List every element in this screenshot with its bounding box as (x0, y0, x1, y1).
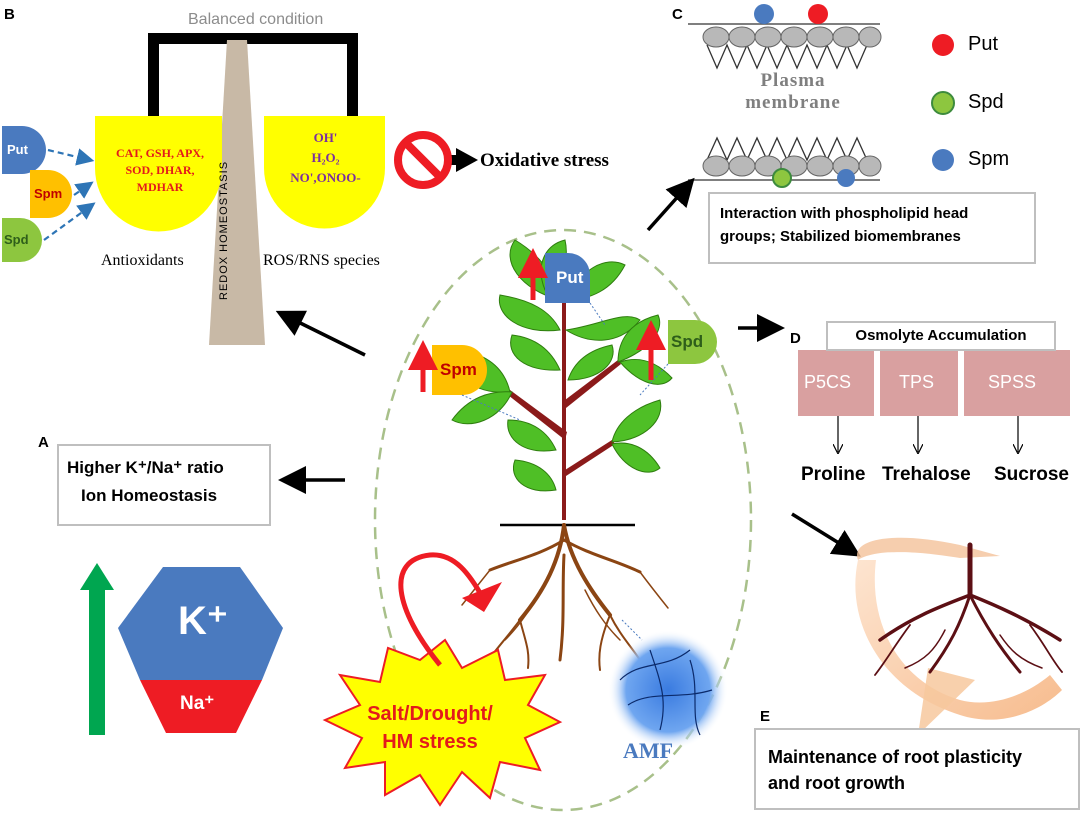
plant-roots (461, 523, 669, 671)
panel-letter-c: C (672, 6, 683, 23)
panel-letter-d: D (790, 330, 801, 347)
bump-put-label: Put (7, 142, 28, 157)
root-system-e (874, 542, 1063, 676)
plasma-membrane-top (688, 4, 882, 70)
stress-line: HM stress (382, 731, 478, 753)
product-proline: Proline (801, 464, 866, 485)
plant-spm-label: Spm (440, 360, 477, 379)
bump-to-antioxidant-arrows (43, 148, 96, 241)
ion-ratio-text: Higher K⁺/Na⁺ ratio (67, 458, 224, 477)
k-na-ratio-graphic (80, 563, 283, 735)
plant-put-label: Put (556, 268, 584, 287)
membrane-caption-line: groups; Stabilized biomembranes (720, 228, 961, 245)
amf-circle (608, 619, 728, 750)
plant-spm-tab (432, 345, 521, 421)
root-caption-line: and root growth (768, 773, 905, 793)
legend-put-label: Put (968, 33, 999, 55)
oxidative-stress-label: Oxidative stress (480, 150, 609, 171)
enzyme-p5cs: P5CS (804, 372, 852, 392)
ion-homeostasis-text: Ion Homeostasis (81, 486, 218, 505)
bump-spm-label: Spm (34, 186, 63, 201)
redox-pillar (209, 40, 265, 345)
antioxidant-line: MDHAR (136, 180, 184, 194)
balance-label: Balanced condition (188, 11, 324, 28)
prohibition-icon (394, 131, 478, 189)
panel-arrows (275, 177, 861, 557)
root-caption-box: Maintenance of root plasticity and root … (754, 728, 1080, 810)
panel-letter-a: A (38, 434, 49, 451)
root-growth-swirl (855, 537, 1062, 735)
product-sucrose: Sucrose (994, 464, 1069, 485)
plant-spd-label: Spd (671, 332, 704, 351)
osmolyte-title: Osmolyte Accumulation (855, 327, 1027, 344)
spm-dot-top (754, 4, 774, 24)
k-label: K⁺ (178, 599, 228, 643)
put-bump (2, 126, 46, 174)
membrane-label-line: membrane (745, 92, 841, 113)
ion-homeostasis-box: Higher K⁺/Na⁺ ratio Ion Homeostasis (57, 444, 271, 526)
product-trehalose: Trehalose (882, 464, 971, 485)
membrane-caption-line: Interaction with phospholipid head (720, 205, 969, 222)
redox-balance-scale (148, 33, 358, 345)
ros-line: H₂O₂ (311, 150, 340, 165)
root-caption-line: Maintenance of root plasticity (768, 747, 1023, 767)
plant-dashed-ellipse (373, 228, 753, 812)
spd-dot-bottom (772, 168, 792, 188)
osmolyte-title-box: Osmolyte Accumulation (826, 321, 1056, 351)
antioxidants-list: CAT, GSH, APX, SOD, DHAR, MDHAR (100, 145, 220, 196)
enzyme-spss: SPSS (988, 372, 1037, 392)
stress-label: Salt/Drought/ HM stress (355, 700, 505, 756)
osmolyte-enzymes (798, 350, 1070, 452)
ros-line: NO',ONOO- (290, 170, 361, 185)
na-label: Na⁺ (180, 693, 215, 714)
stress-starburst (322, 552, 563, 807)
legend-spm-label: Spm (968, 148, 1010, 170)
ros-label: ROS/RNS species (263, 252, 380, 269)
membrane-caption-box: Interaction with phospholipid head group… (708, 192, 1036, 264)
stress-line: Salt/Drought/ (367, 703, 493, 725)
plant-spd-tab (639, 320, 717, 396)
antioxidant-line: CAT, GSH, APX, (116, 146, 204, 160)
ros-list: OH' H₂O₂ NO',ONOO- (268, 128, 383, 188)
spd-bump (2, 218, 42, 262)
bump-spd-label: Spd (4, 232, 29, 247)
put-dot-top (808, 4, 828, 24)
antioxidant-line: SOD, DHAR, (125, 163, 195, 177)
membrane-label-line: Plasma (760, 70, 826, 91)
plant-put-tab (545, 253, 606, 326)
antioxidants-label: Antioxidants (101, 252, 184, 269)
membrane-legend-dots (931, 34, 955, 171)
spm-dot-bottom (837, 169, 855, 187)
legend-spd-label: Spd (968, 91, 1004, 113)
panel-letter-b: B (4, 6, 15, 23)
ros-line: OH' (313, 130, 338, 145)
plasma-membrane-label: Plasma membrane (728, 70, 858, 114)
enzyme-tps: TPS (899, 372, 935, 392)
antioxidants-bowl (95, 116, 222, 232)
ros-bowl (264, 116, 385, 229)
plasma-membrane-bottom (688, 136, 882, 188)
panel-letter-e: E (760, 708, 771, 725)
amf-label: AMF (623, 738, 674, 763)
increase-arrows (408, 248, 666, 392)
spm-bump (30, 170, 72, 218)
